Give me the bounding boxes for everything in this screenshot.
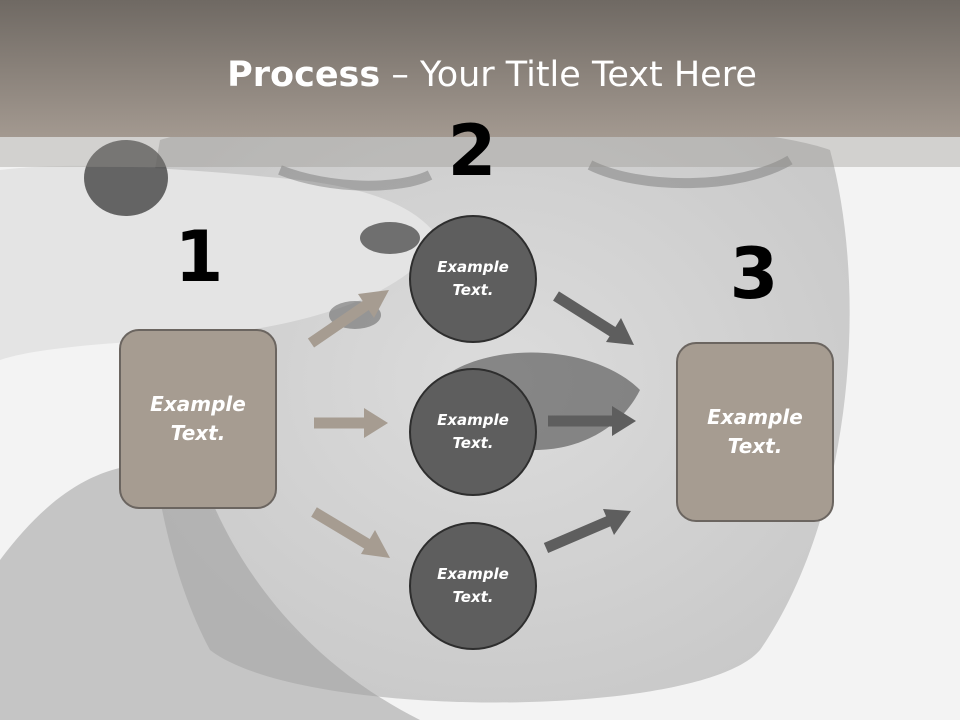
step-2-circle-middle: Example Text.: [409, 368, 537, 496]
circle-top-text: Example Text.: [437, 258, 509, 299]
step-number-2: 2: [447, 110, 497, 192]
arrow-right-mid: [548, 406, 636, 436]
step-2-circle-top: Example Text.: [409, 215, 537, 343]
step-number-3: 3: [729, 233, 779, 315]
title-bar-strip: [0, 137, 960, 167]
step-2-circle-bottom: Example Text.: [409, 522, 537, 650]
title-bar: [0, 0, 960, 137]
arrow-left-down: [311, 507, 390, 558]
step-3-box-text: Example Text.: [707, 405, 803, 458]
title-rest: – Your Title Text Here: [380, 55, 757, 95]
title-bold: Process: [227, 55, 381, 95]
arrow-left-mid: [314, 408, 388, 438]
step-1-box-text: Example Text.: [150, 392, 246, 445]
arrow-right-up: [543, 509, 631, 554]
step-3-box: Example Text.: [676, 342, 834, 522]
step-1-box: Example Text.: [119, 329, 277, 509]
circle-middle-text: Example Text.: [437, 411, 509, 452]
arrow-right-down: [553, 291, 634, 345]
circle-bottom-text: Example Text.: [437, 565, 509, 606]
slide-title: Process – Your Title Text Here: [0, 52, 960, 98]
step-number-1: 1: [174, 216, 224, 298]
arrow-left-up: [307, 290, 389, 348]
